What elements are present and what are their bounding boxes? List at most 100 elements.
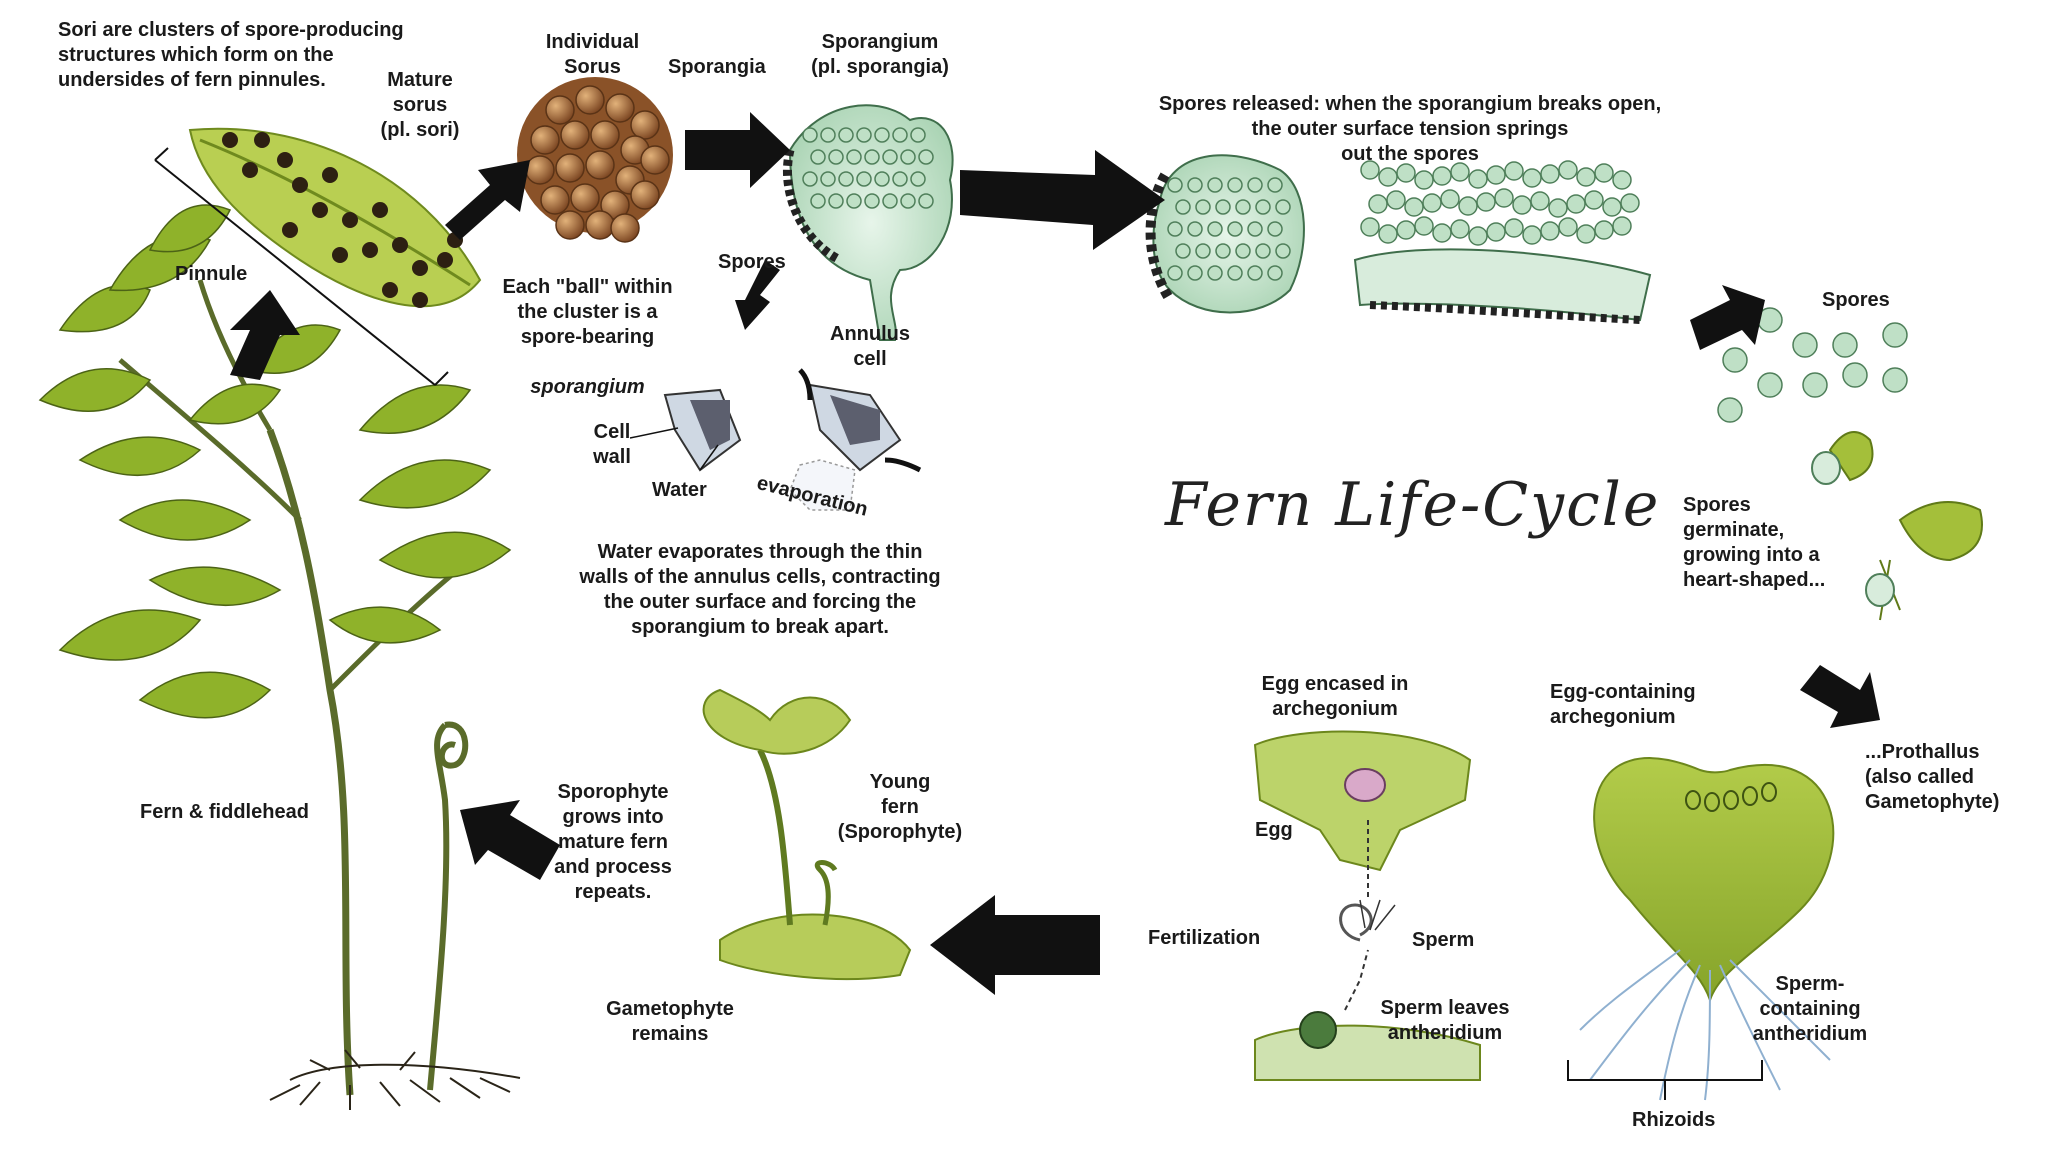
spore — [1386, 190, 1406, 210]
spore — [1486, 165, 1506, 185]
spore — [1396, 220, 1416, 240]
sperm-antheridium-label: Sperm- containing antheridium — [1752, 973, 1868, 1045]
spore — [1558, 217, 1578, 237]
spore — [874, 171, 890, 187]
spore — [828, 193, 844, 209]
prothallus-illustration — [1567, 757, 1835, 1101]
sperm-leaves-label: Sperm leaves antheridium — [1380, 997, 1510, 1044]
spore — [1378, 224, 1398, 244]
spore — [1802, 372, 1828, 398]
spore — [1414, 216, 1434, 236]
spore — [1207, 221, 1223, 237]
spores-released-label: Spores released: when the sporangium bre… — [1158, 93, 1662, 165]
spore — [918, 193, 934, 209]
sorus-illustration — [517, 77, 673, 243]
open-sporangium-illustration — [1145, 154, 1652, 324]
spore — [882, 149, 898, 165]
spore — [1842, 362, 1868, 388]
spore — [1504, 161, 1524, 181]
spore — [1504, 218, 1524, 238]
ball-description-italic: sporangium — [530, 376, 645, 398]
spore — [1255, 199, 1271, 215]
sorus-ball — [640, 145, 670, 175]
spore — [1440, 189, 1460, 209]
spore — [1404, 197, 1424, 217]
spore — [1832, 332, 1858, 358]
sorus-ball — [630, 180, 660, 210]
water-label: Water — [652, 479, 707, 501]
spore — [1267, 265, 1283, 281]
spore — [910, 127, 926, 143]
spore — [846, 193, 862, 209]
spore — [1175, 243, 1191, 259]
spore — [1468, 169, 1488, 189]
spore — [882, 193, 898, 209]
spore — [1494, 188, 1514, 208]
prothallus-label: ...Prothallus (also called Gametophyte) — [1865, 741, 2000, 813]
spore — [1540, 221, 1560, 241]
spore — [1235, 199, 1251, 215]
spore — [1187, 265, 1203, 281]
spore — [1235, 243, 1251, 259]
sporangium-illustration — [782, 104, 954, 341]
spore — [820, 171, 836, 187]
spore — [838, 127, 854, 143]
spore — [1792, 332, 1818, 358]
germinating-spores-illustration — [1717, 307, 1983, 621]
spore — [810, 193, 826, 209]
sorus-ball — [560, 120, 590, 150]
young-fern-illustration — [702, 688, 912, 981]
egg-archegonium-label: Egg-containing archegonium — [1550, 681, 1696, 728]
spore — [1414, 170, 1434, 190]
sorus-ball — [590, 120, 620, 150]
spore — [1468, 226, 1488, 246]
sorus-ball — [555, 210, 585, 240]
spore — [1882, 367, 1908, 393]
sorus-ball — [540, 185, 570, 215]
spore — [1612, 170, 1632, 190]
mature-fern-illustration — [38, 204, 521, 1110]
spore — [1432, 223, 1452, 243]
spores-small-label: Spores — [718, 251, 786, 273]
spore — [1566, 194, 1586, 214]
sorus-ball — [525, 155, 555, 185]
pinnule-label: Pinnule — [175, 263, 248, 285]
spore — [1458, 196, 1478, 216]
spore — [802, 171, 818, 187]
archegonium-egg-illustration — [1253, 730, 1472, 900]
spore — [1215, 199, 1231, 215]
spores-right-label: Spores — [1822, 289, 1890, 311]
spore — [1396, 163, 1416, 183]
spore — [1558, 160, 1578, 180]
spore — [1195, 243, 1211, 259]
spore — [1227, 177, 1243, 193]
gametophyte-remains-label: Gametophyte remains — [606, 998, 734, 1045]
spore — [1512, 195, 1532, 215]
spore — [1227, 265, 1243, 281]
water-description-label: Water evaporates through the thin walls … — [579, 541, 941, 638]
spore — [1602, 197, 1622, 217]
spore — [1486, 222, 1506, 242]
spore — [1612, 216, 1632, 236]
spores-germinate-label: Spores germinate, growing into a heart-s… — [1683, 494, 1826, 591]
spore — [1620, 193, 1640, 213]
spore — [1450, 219, 1470, 239]
fern-fiddlehead-label: Fern & fiddlehead — [140, 801, 309, 823]
spore — [874, 127, 890, 143]
spore — [1207, 265, 1223, 281]
spore — [900, 149, 916, 165]
spore — [1247, 221, 1263, 237]
spore — [856, 171, 872, 187]
spore — [1522, 225, 1542, 245]
spore — [1267, 221, 1283, 237]
spore — [1360, 217, 1380, 237]
spore — [1576, 224, 1596, 244]
mature-sorus-label: Mature sorus (pl. sori) — [380, 69, 460, 141]
sorus-ball — [545, 95, 575, 125]
spore — [910, 171, 926, 187]
antheridium-sperm-illustration — [1254, 899, 1481, 1081]
lifecycle-arrows — [230, 112, 1880, 995]
spore — [1275, 243, 1291, 259]
spore — [864, 149, 880, 165]
